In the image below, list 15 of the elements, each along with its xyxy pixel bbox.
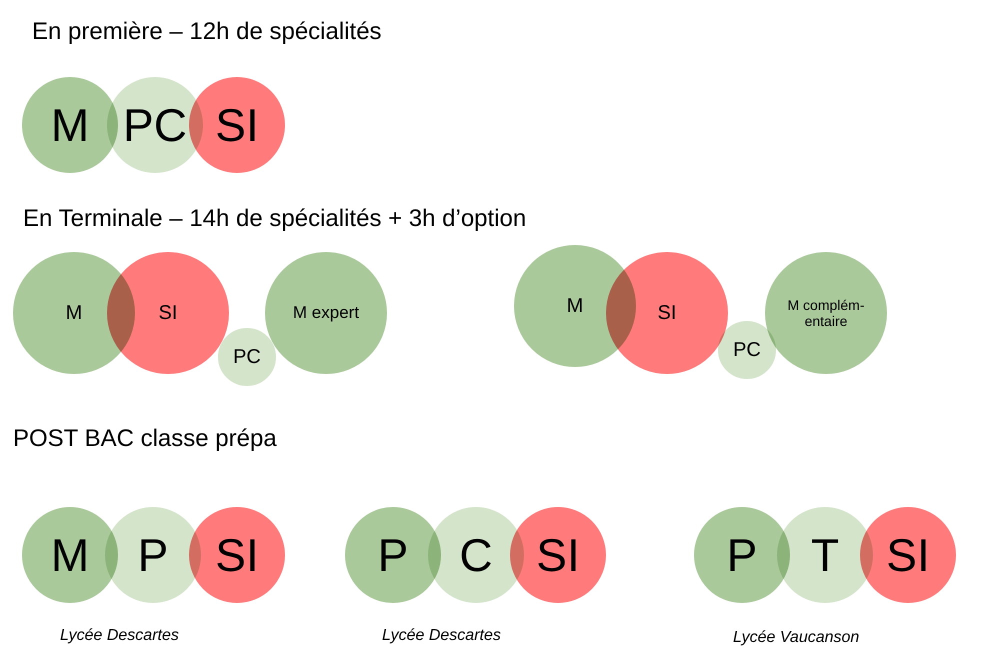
subject-circle: SI <box>604 250 730 376</box>
school-name: Lycée Vaucanson <box>733 629 860 647</box>
subject-circle: M expert <box>263 250 389 376</box>
section-heading: En première – 12h de spécialités <box>32 18 382 46</box>
school-name: Lycée Descartes <box>60 627 179 645</box>
subject-circle: SI <box>858 505 958 605</box>
school-name: Lycée Descartes <box>382 627 501 645</box>
subject-circle: SI <box>187 75 287 175</box>
subject-circle: SI <box>187 505 287 605</box>
subject-circle: PC <box>216 326 278 388</box>
subject-circle: M complém-entaire <box>763 250 889 376</box>
section-heading: En Terminale – 14h de spécialités + 3h d’option <box>23 205 526 233</box>
subject-circle: SI <box>105 250 231 376</box>
section-heading: POST BAC classe prépa <box>13 425 277 453</box>
subject-circle: SI <box>508 505 608 605</box>
